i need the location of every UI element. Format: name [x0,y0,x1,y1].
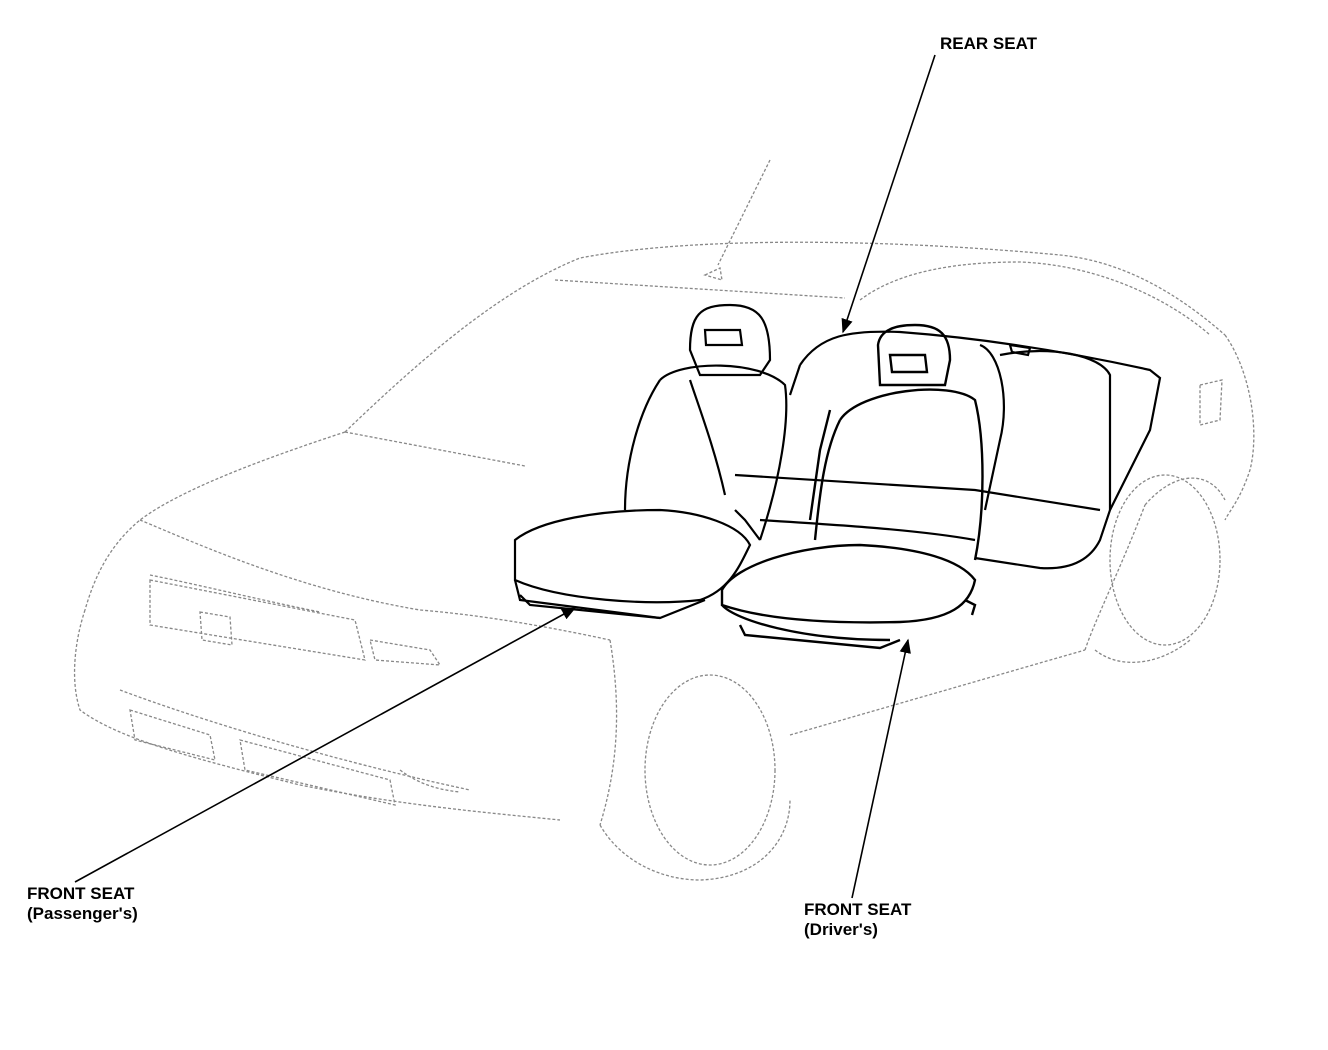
driver-front-seat [720,323,984,650]
front-seat-passenger-line1: FRONT SEAT [27,884,135,903]
front-seat-driver-line2: (Driver's) [804,920,878,939]
passenger-front-seat [513,303,788,620]
car-body-outline [73,159,1255,881]
front-seat-passenger-label: FRONT SEAT (Passenger's) [27,884,138,924]
leader-arrows [74,54,936,899]
rear-seat-label: REAR SEAT [940,34,1037,54]
rear-seat-arrow [841,54,936,334]
front-seat-driver-label: FRONT SEAT (Driver's) [804,900,911,940]
front-seat-passenger-line2: (Passenger's) [27,904,138,923]
rear-seat-label-text: REAR SEAT [940,34,1037,53]
front-seat-driver-line1: FRONT SEAT [804,900,912,919]
passenger-seat-arrow [74,607,577,883]
driver-seat-arrow [851,638,911,899]
